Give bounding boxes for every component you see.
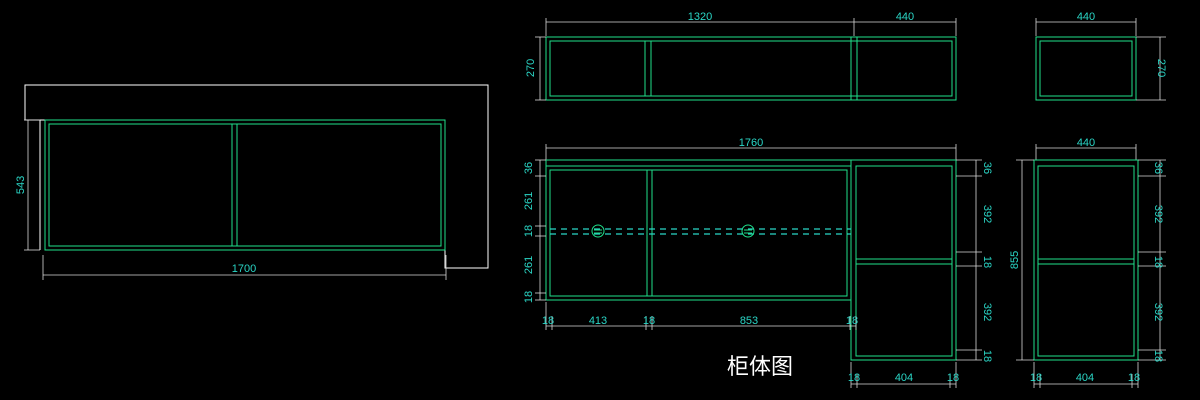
lower-front-right-h-3: 18 xyxy=(981,256,993,268)
lower-front-bottom-w-1: 18 xyxy=(542,315,554,327)
lower-front-right-h-1: 36 xyxy=(981,162,993,174)
lower-front-left-h-1: 36 xyxy=(523,162,535,174)
lower-front-bottom-w-2: 413 xyxy=(589,315,607,327)
lower-front-right-h-5: 18 xyxy=(981,350,993,362)
lower-front-bottom-w-4: 853 xyxy=(740,315,758,327)
lower-front-left-h-2: 261 xyxy=(523,192,535,210)
upper-front-height: 270 xyxy=(525,59,537,77)
lower-cabinet-side-view: 440 855 36 392 18 392 18 18 404 18 xyxy=(1009,137,1166,388)
lower-front-left-h-5: 18 xyxy=(523,291,535,303)
lower-front-right-bottom-w-2: 404 xyxy=(895,372,913,384)
lower-side-bottom-w-2: 404 xyxy=(1076,372,1094,384)
lower-front-right-h-4: 392 xyxy=(981,303,993,321)
upper-cabinet-side-view: 440 270 xyxy=(1035,11,1167,101)
lower-side-width: 440 xyxy=(1077,137,1095,149)
lower-side-bottom-w-1: 18 xyxy=(1030,372,1042,384)
lower-front-right-bottom-w-1: 18 xyxy=(848,372,860,384)
left-elevation-width-dim: 1700 xyxy=(232,263,256,275)
upper-side-width: 440 xyxy=(1077,11,1095,23)
upper-cabinet-front-view: 1320 440 270 xyxy=(525,11,957,101)
lower-front-overall-width: 1760 xyxy=(739,137,763,149)
lower-side-right-h-5: 18 xyxy=(1152,350,1164,362)
lower-front-left-h-3: 18 xyxy=(523,225,535,237)
lower-side-right-h-2: 392 xyxy=(1152,205,1164,223)
upper-front-width-main: 1320 xyxy=(688,11,712,23)
left-elevation-height-dim: 543 xyxy=(15,176,27,194)
lower-side-right-h-4: 392 xyxy=(1152,303,1164,321)
drawing-title: 柜体图 xyxy=(727,355,793,380)
lower-side-right-h-3: 18 xyxy=(1152,256,1164,268)
lower-front-bottom-w-5: 18 xyxy=(846,315,858,327)
upper-front-width-side: 440 xyxy=(896,11,914,23)
lower-side-height: 855 xyxy=(1009,251,1021,269)
lower-front-bottom-w-3: 18 xyxy=(643,315,655,327)
lower-front-left-h-4: 261 xyxy=(523,256,535,274)
lower-front-right-h-2: 392 xyxy=(981,205,993,223)
lower-cabinet-front-view: 1760 36 261 18 261 18 xyxy=(523,137,993,388)
left-elevation-view: 543 1700 xyxy=(15,84,489,280)
upper-side-height: 270 xyxy=(1155,59,1167,77)
lower-side-bottom-w-3: 18 xyxy=(1128,372,1140,384)
lower-front-right-bottom-w-3: 18 xyxy=(947,372,959,384)
lower-side-right-h-1: 36 xyxy=(1152,162,1164,174)
